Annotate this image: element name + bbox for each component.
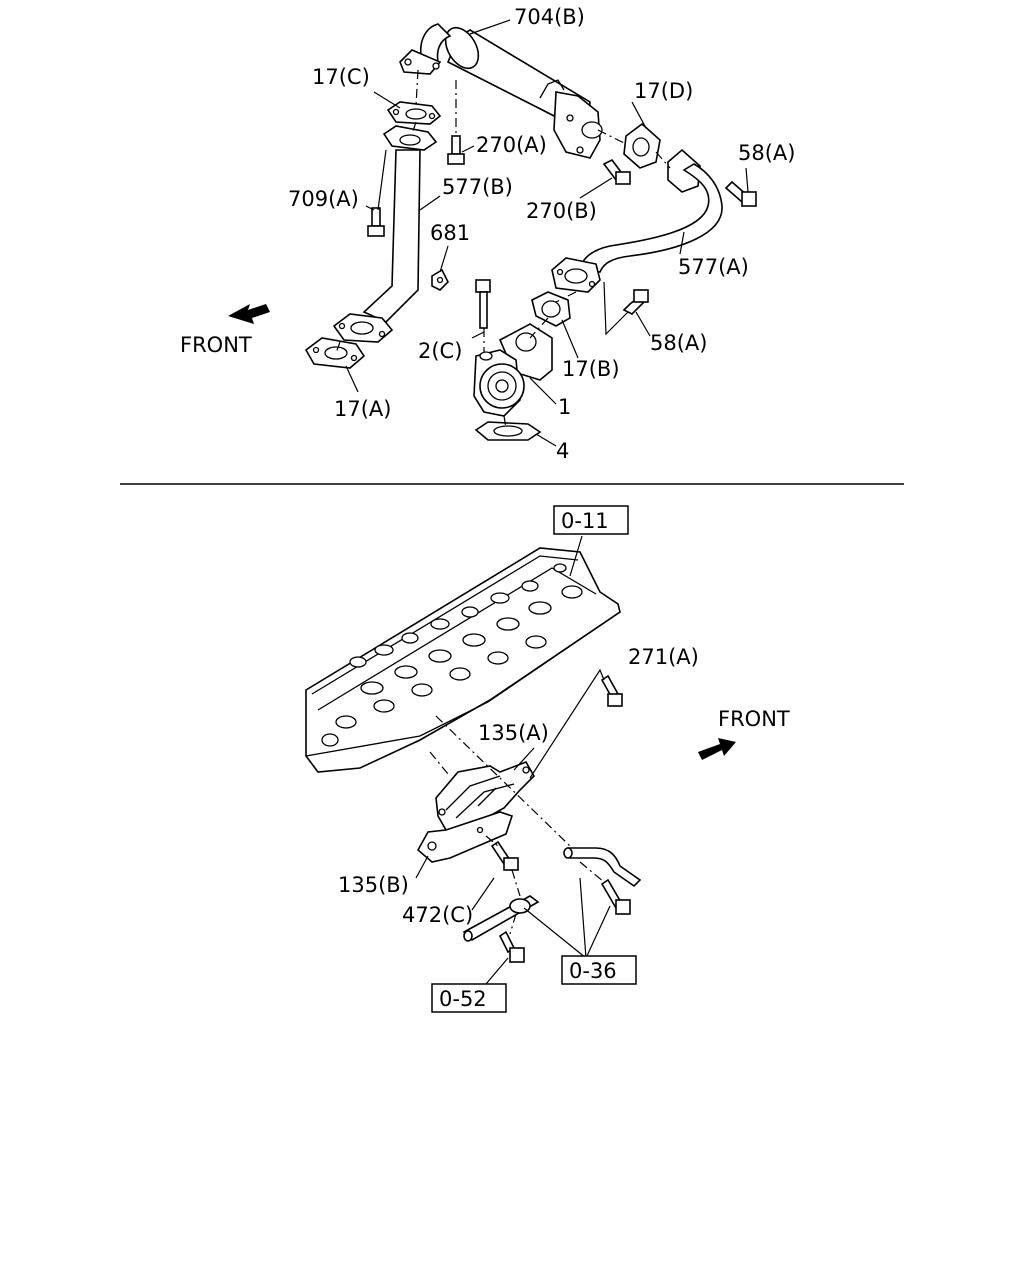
- bolt-270a[interactable]: [447, 135, 465, 165]
- callout-58a-upper: 58(A): [738, 141, 795, 165]
- bolt-58a-upper[interactable]: [724, 180, 757, 207]
- gasket-17a[interactable]: [304, 337, 366, 369]
- ref-box-0-11[interactable]: 0-11: [553, 505, 629, 535]
- ref-box-0-52[interactable]: 0-52: [431, 983, 507, 1013]
- callout-472c: 472(C): [402, 903, 473, 927]
- front-arrow-bottom: [698, 738, 736, 760]
- bolt-270b[interactable]: [602, 158, 631, 185]
- callout-135b: 135(B): [338, 873, 409, 897]
- bolt-0-36-upper[interactable]: [600, 878, 631, 915]
- ref-0-11-label: 0-11: [561, 509, 609, 533]
- front-label-bottom: FRONT: [718, 707, 790, 731]
- callout-17c: 17(C): [312, 65, 370, 89]
- callout-4: 4: [556, 439, 569, 463]
- egr-valve-1[interactable]: [473, 323, 553, 417]
- bolt-58a-lower[interactable]: [622, 289, 649, 315]
- callout-1: 1: [558, 395, 571, 419]
- ref-box-0-36[interactable]: 0-36: [561, 955, 637, 985]
- egr-cooler-704b[interactable]: [399, 22, 603, 159]
- cylinder-head[interactable]: [305, 547, 621, 773]
- front-arrow-top: [228, 304, 270, 324]
- bracket-135a[interactable]: [435, 761, 535, 831]
- gasket-17d[interactable]: [623, 122, 661, 169]
- pipe-577a[interactable]: [551, 148, 723, 293]
- callout-17a: 17(A): [334, 397, 391, 421]
- ref-0-52-label: 0-52: [439, 987, 487, 1011]
- callout-577a: 577(A): [678, 255, 749, 279]
- head-ports: [321, 563, 583, 747]
- callout-270b: 270(B): [526, 199, 597, 223]
- leader-lines-top: [345, 19, 749, 447]
- callout-704b: 704(B): [514, 5, 585, 29]
- bolt-472c[interactable]: [490, 840, 519, 871]
- front-label-top: FRONT: [180, 333, 252, 357]
- bracket-135b[interactable]: [416, 811, 514, 863]
- nut-681[interactable]: [431, 268, 449, 291]
- callout-271a: 271(A): [628, 645, 699, 669]
- ref-0-36-label: 0-36: [569, 959, 617, 983]
- gasket-17c[interactable]: [386, 101, 442, 125]
- callout-2c: 2(C): [418, 339, 462, 363]
- pipe-577b[interactable]: [332, 125, 438, 343]
- callout-270a: 270(A): [476, 133, 547, 157]
- gasket-17b[interactable]: [531, 291, 571, 327]
- bolt-709a[interactable]: [367, 207, 385, 237]
- callout-17d: 17(D): [634, 79, 693, 103]
- callout-709a: 709(A): [288, 187, 359, 211]
- pipe-fitting-upper[interactable]: [563, 847, 642, 888]
- pipe-fitting-lower[interactable]: [462, 895, 540, 942]
- callout-135a: 135(A): [478, 721, 549, 745]
- bolt-271a[interactable]: [600, 674, 623, 707]
- callout-58a-lower: 58(A): [650, 331, 707, 355]
- callout-17b: 17(B): [562, 357, 620, 381]
- callout-681: 681: [430, 221, 470, 245]
- bolt-0-52[interactable]: [498, 930, 525, 963]
- alignment-lines-bottom: [415, 535, 611, 985]
- bolt-2c[interactable]: [475, 279, 491, 329]
- callout-577b: 577(B): [442, 175, 513, 199]
- gasket-4[interactable]: [474, 421, 542, 441]
